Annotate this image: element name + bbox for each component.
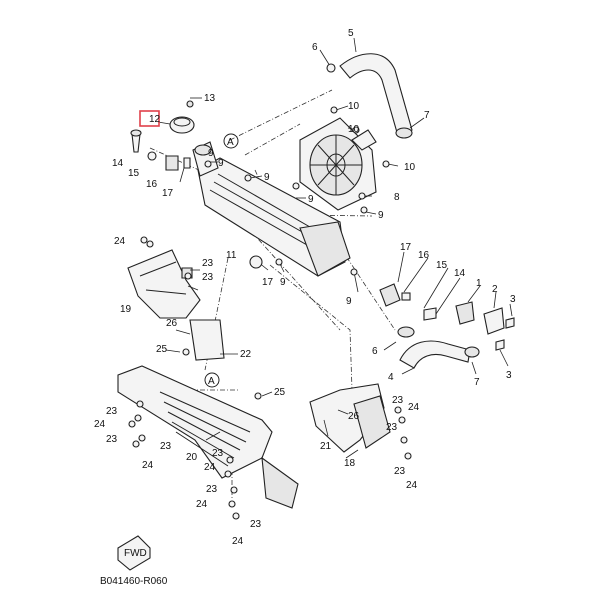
callout-4: 4 — [388, 372, 394, 383]
callout-24: 24 — [196, 499, 208, 510]
callout-24: 24 — [114, 236, 126, 247]
callout-5: 5 — [348, 28, 354, 39]
ref-marker-top: A — [223, 133, 239, 149]
callout-23: 23 — [106, 406, 118, 417]
ref-marker-bottom: A — [204, 372, 220, 388]
callout-17: 17 — [162, 188, 174, 199]
callout-25: 25 — [156, 344, 168, 355]
upper-radiator-hose — [339, 53, 413, 139]
callout-9: 9 — [208, 148, 214, 159]
callout-3: 3 — [510, 294, 516, 305]
callout-24: 24 — [204, 462, 216, 473]
callout-23: 23 — [250, 519, 262, 530]
callout-10: 10 — [404, 162, 416, 173]
callout-9: 9 — [280, 277, 286, 288]
callout-24: 24 — [142, 460, 154, 471]
callout-16: 16 — [146, 179, 158, 190]
callout-23: 23 — [202, 272, 214, 283]
callout-17: 17 — [262, 277, 274, 288]
fan-shroud-assembly — [299, 117, 377, 211]
fwd-label: FWD — [124, 548, 147, 559]
callout-7: 7 — [424, 110, 430, 121]
callout-10: 10 — [348, 124, 360, 135]
callout-15: 15 — [436, 260, 448, 271]
radiator-core — [192, 141, 351, 277]
callout-9: 9 — [264, 172, 270, 183]
callout-26: 26 — [166, 318, 178, 329]
fwd-arrow: FWD — [117, 535, 151, 571]
radiator-guard — [117, 365, 299, 509]
callout-9: 9 — [218, 158, 224, 169]
callout-20: 20 — [186, 452, 198, 463]
callout-9: 9 — [346, 296, 352, 307]
callout-9: 9 — [378, 210, 384, 221]
callout-21: 21 — [320, 441, 332, 452]
callout-23: 23 — [106, 434, 118, 445]
right-side-mounts — [379, 283, 515, 351]
callout-23: 23 — [386, 422, 398, 433]
callout-24: 24 — [232, 536, 244, 547]
callout-23: 23 — [206, 484, 218, 495]
callout-14: 14 — [112, 158, 124, 169]
callout-9: 9 — [308, 194, 314, 205]
callout-6: 6 — [372, 346, 378, 357]
callout-24: 24 — [408, 402, 420, 413]
callout-labels: 12 13 6 5 10 10 10 7 8 9 9 9 9 9 9 14 15… — [94, 28, 516, 547]
callout-24: 24 — [406, 480, 418, 491]
callout-3: 3 — [506, 370, 512, 381]
callout-11: 11 — [226, 250, 237, 261]
callout-26: 26 — [348, 411, 360, 422]
callout-23: 23 — [212, 448, 224, 459]
radiator-cap — [169, 100, 195, 134]
small-screws — [128, 63, 412, 520]
callout-15: 15 — [128, 168, 140, 179]
lower-radiator-hose — [397, 326, 480, 369]
callout-12: 12 — [149, 114, 161, 125]
callout-10: 10 — [348, 101, 360, 112]
callout-19: 19 — [120, 304, 132, 315]
diagram-code: B041460-R060 — [100, 576, 168, 587]
callout-23: 23 — [394, 466, 406, 477]
highlight-box-part-12 — [139, 110, 160, 127]
callout-1: 1 — [476, 278, 482, 289]
callout-17: 17 — [400, 242, 412, 253]
callout-16: 16 — [418, 250, 430, 261]
callout-18: 18 — [344, 458, 356, 469]
callout-25: 25 — [274, 387, 286, 398]
callout-13: 13 — [204, 93, 216, 104]
callout-24: 24 — [94, 419, 106, 430]
callout-8: 8 — [394, 192, 400, 203]
callout-7: 7 — [474, 377, 480, 388]
top-left-fasteners — [130, 129, 191, 171]
svg-text:A: A — [208, 376, 215, 387]
callout-23: 23 — [160, 441, 172, 452]
callout-22: 22 — [240, 349, 252, 360]
callout-2: 2 — [492, 284, 498, 295]
callout-23: 23 — [392, 395, 404, 406]
callout-23: 23 — [202, 258, 214, 269]
svg-text:A: A — [227, 137, 234, 148]
callout-14: 14 — [454, 268, 466, 279]
side-cover — [309, 383, 391, 453]
callout-6: 6 — [312, 42, 318, 53]
